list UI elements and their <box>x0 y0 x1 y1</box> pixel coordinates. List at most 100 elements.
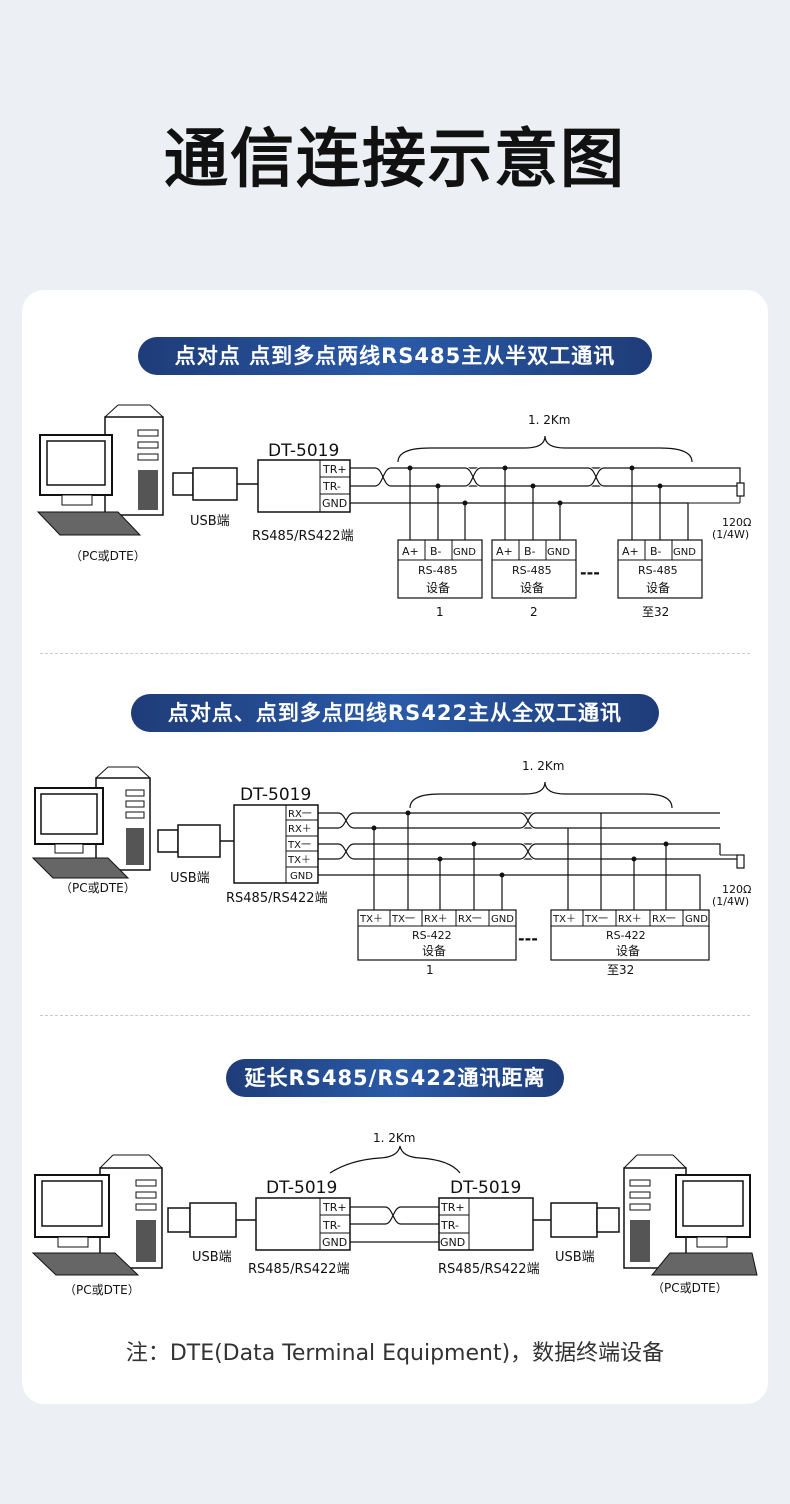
rs485-device-2 <box>491 539 577 599</box>
usb-label: USB端 <box>190 514 230 529</box>
device1-pin-rxp: RX＋ <box>424 914 448 925</box>
twisted-pair-bus <box>318 811 741 910</box>
terminator-ohm: 120Ω <box>722 516 751 529</box>
twisted-pair-link <box>350 1206 439 1243</box>
port-tr-plus: TR+ <box>322 463 347 476</box>
usb-label-left: USB端 <box>192 1250 232 1265</box>
usb-label-right: USB端 <box>555 1250 595 1265</box>
rs485-device-1 <box>397 539 483 599</box>
device2-pin-b: B- <box>524 545 536 558</box>
right-port-gnd: GND <box>440 1236 465 1249</box>
distance-label: 1. 2Km <box>373 1131 415 1145</box>
page-title: 通信连接示意图 <box>164 123 626 197</box>
rs-port-label: RS485/RS422端 <box>252 529 354 544</box>
device1-type: RS-422 <box>412 929 452 942</box>
device32-pin-b: B- <box>650 545 662 558</box>
rs422-four-wire-diagram: USB端 （PC或DTE） DT-5019 RX一 RX＋ TX一 TX＋ GN… <box>31 759 751 977</box>
device1-text: 设备 <box>422 944 446 958</box>
pc-icon-right <box>623 1154 758 1276</box>
device-ellipsis: --- <box>580 563 600 582</box>
port-rx-plus: RX＋ <box>288 824 312 835</box>
device1-pin-txm: TX一 <box>391 914 415 925</box>
device32-text: 设备 <box>616 944 640 958</box>
terminator-ohm: 120Ω <box>722 883 751 896</box>
port-gnd: GND <box>322 497 347 510</box>
usb-plug-icon-right <box>533 1202 620 1238</box>
device1-pin-b: B- <box>430 545 442 558</box>
rs422-device-32 <box>550 909 710 961</box>
converter-model-left: DT-5019 <box>266 1178 337 1198</box>
divider-2 <box>40 1015 750 1016</box>
right-port-tr-minus: TR- <box>440 1219 459 1232</box>
device1-number: 1 <box>426 963 434 977</box>
left-port-tr-plus: TR+ <box>322 1201 347 1214</box>
rs485-two-wire-diagram: USB端 （PC或DTE） DT-5019 TR+ TR- GND RS485/… <box>36 404 751 619</box>
device2-pin-a: A+ <box>496 545 513 558</box>
usb-plug-icon-left <box>167 1202 256 1238</box>
device1-type: RS-485 <box>418 564 458 577</box>
device2-text: 设备 <box>520 581 544 595</box>
divider-1 <box>40 653 750 654</box>
extend-distance-diagram: 1. 2Km USB端 （PC或DTE） DT-5019 TR+ TR- GND… <box>31 1131 758 1297</box>
port-tx-minus: TX一 <box>287 840 311 851</box>
rs-port-label-left: RS485/RS422端 <box>248 1262 350 1277</box>
distance-brace <box>409 781 673 809</box>
twisted-pair-bus <box>350 466 741 540</box>
converter-box-right <box>438 1197 534 1251</box>
distance-label: 1. 2Km <box>522 759 564 773</box>
device32-type: RS-422 <box>606 929 646 942</box>
device2-number: 2 <box>530 605 538 619</box>
pc-label: （PC或DTE） <box>70 549 146 563</box>
device2-type: RS-485 <box>512 564 552 577</box>
device-ellipsis: --- <box>518 929 538 948</box>
device32-type: RS-485 <box>638 564 678 577</box>
pc-icon <box>31 766 151 879</box>
rs-port-label: RS485/RS422端 <box>226 891 328 906</box>
device32-text: 设备 <box>646 581 670 595</box>
device1-pin-gnd: GND <box>491 914 514 925</box>
converter-model: DT-5019 <box>268 441 339 461</box>
distance-brace <box>329 1145 461 1174</box>
terminator-watt: (1/4W) <box>712 895 749 908</box>
converter-box <box>233 804 319 884</box>
rs485-device-32 <box>617 539 703 599</box>
usb-plug-icon <box>157 824 234 858</box>
device32-pin-a: A+ <box>622 545 639 558</box>
section3-heading: 延长RS485/RS422通讯距离 <box>226 1059 564 1097</box>
device1-pin-gnd: GND <box>453 547 476 558</box>
left-port-gnd: GND <box>322 1236 347 1249</box>
port-tr-minus: TR- <box>322 480 341 493</box>
converter-box-left <box>255 1197 351 1251</box>
terminator-resistor <box>688 482 745 504</box>
device32-pin-gnd: GND <box>673 547 696 558</box>
device1-pin-txp: TX＋ <box>359 914 383 925</box>
pc-label-right: （PC或DTE） <box>652 1281 728 1295</box>
rs422-device-1 <box>357 909 517 961</box>
port-gnd: GND <box>290 871 313 882</box>
pc-label: （PC或DTE） <box>60 881 136 895</box>
device1-pin-rxm: RX一 <box>458 914 482 925</box>
port-tx-plus: TX＋ <box>287 855 311 866</box>
pc-label-left: （PC或DTE） <box>64 1283 140 1297</box>
terminator-resistor <box>720 854 745 869</box>
port-rx-minus: RX一 <box>288 809 312 820</box>
device32-pin-rxp: RX＋ <box>618 914 642 925</box>
device2-pin-gnd: GND <box>547 547 570 558</box>
device32-pin-txm: TX一 <box>584 914 608 925</box>
left-port-tr-minus: TR- <box>322 1219 341 1232</box>
rs-port-label-right: RS485/RS422端 <box>438 1262 540 1277</box>
pc-icon <box>36 404 164 536</box>
device1-pin-a: A+ <box>402 545 419 558</box>
device1-number: 1 <box>436 605 444 619</box>
device1-text: 设备 <box>426 581 450 595</box>
pc-icon-left <box>31 1154 163 1276</box>
section2-heading: 点对点、点到多点四线RS422主从全双工通讯 <box>131 694 659 732</box>
footnote: 注：DTE(Data Terminal Equipment)，数据终端设备 <box>125 1341 665 1366</box>
device32-pin-gnd: GND <box>685 914 708 925</box>
device32-number: 至32 <box>607 963 634 977</box>
usb-plug-icon <box>172 467 258 501</box>
distance-label: 1. 2Km <box>528 413 570 427</box>
usb-label: USB端 <box>170 871 210 886</box>
device32-number: 至32 <box>642 605 669 619</box>
converter-model-right: DT-5019 <box>450 1178 521 1198</box>
